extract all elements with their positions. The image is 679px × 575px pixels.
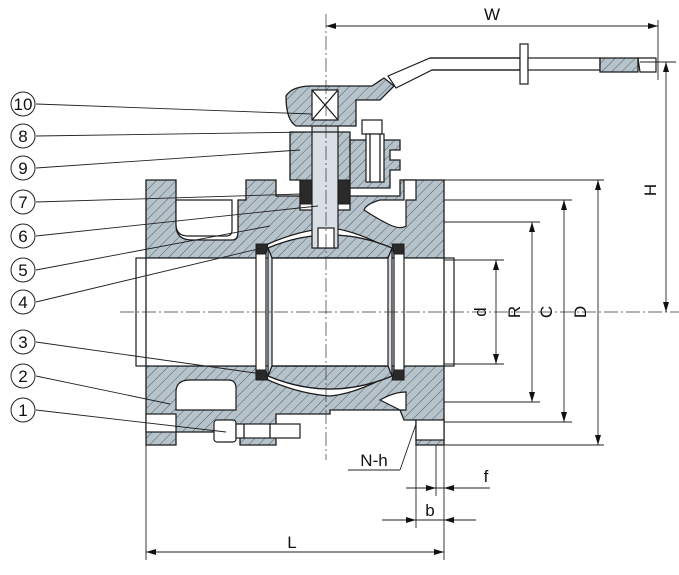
flange-bolt-hole-right [415,419,445,441]
part-number-8: 8 [18,127,27,146]
callout-7: 7 [10,189,303,215]
dimension-label-b: b [425,501,434,520]
part-number-9: 9 [18,159,27,178]
dimension-label-h: H [641,184,660,196]
dimension-b: b [382,445,476,528]
callout-2: 2 [10,363,171,405]
seats [255,243,405,381]
part-number-3: 3 [18,333,27,352]
part-number-4: 4 [18,293,27,312]
dimension-label-w: W [484,5,500,24]
callout-8: 8 [10,123,313,149]
dimension-n-h: N-h [348,423,417,471]
upper-flange-gap-right [363,179,417,229]
callout-3: 3 [10,329,263,375]
lower-flange-gap-right [378,391,407,411]
seat-ring-bottom-left [255,369,269,381]
bonnet-bolt [361,119,385,183]
part-number-10: 10 [14,95,33,114]
dimension-c: C [444,199,572,423]
dimension-label-n-h: N-h [360,451,387,470]
part-number-7: 7 [18,193,27,212]
dimension-label-f: f [484,467,489,486]
callout-6: 6 [10,205,319,249]
part-number-5: 5 [18,261,27,280]
dimension-r: R [444,221,540,403]
callout-10: 10 [10,91,313,117]
callout-9: 9 [10,149,301,181]
callout-4: 4 [10,247,263,315]
dimension-d-large: D [444,179,604,446]
seat-ring-bottom-right [391,369,405,381]
packing-left [299,179,313,205]
dimension-label-c: C [537,306,556,318]
dimension-d-small: d [444,259,504,365]
seat-ring-top-left [255,243,269,255]
packing-right [337,179,351,205]
callout-5: 5 [10,225,271,283]
dimension-label-l: L [287,533,296,552]
dimension-w: W [326,5,659,80]
part-number-6: 6 [18,227,27,246]
part-number-1: 1 [18,401,27,420]
part-number-2: 2 [18,367,27,386]
dimension-label-d-large: D [571,306,590,318]
lower-flange-gap-left [175,379,237,411]
dimension-f: f [406,445,490,496]
body-bolt [213,419,301,443]
dimension-label-d-small: d [471,307,490,316]
dimension-l: L [145,445,445,560]
callout-1: 1 [10,397,227,433]
handle-lever [285,43,657,127]
seat-ring-top-right [391,243,405,255]
dimension-h: H [640,61,676,312]
dimension-label-r: R [505,306,524,318]
